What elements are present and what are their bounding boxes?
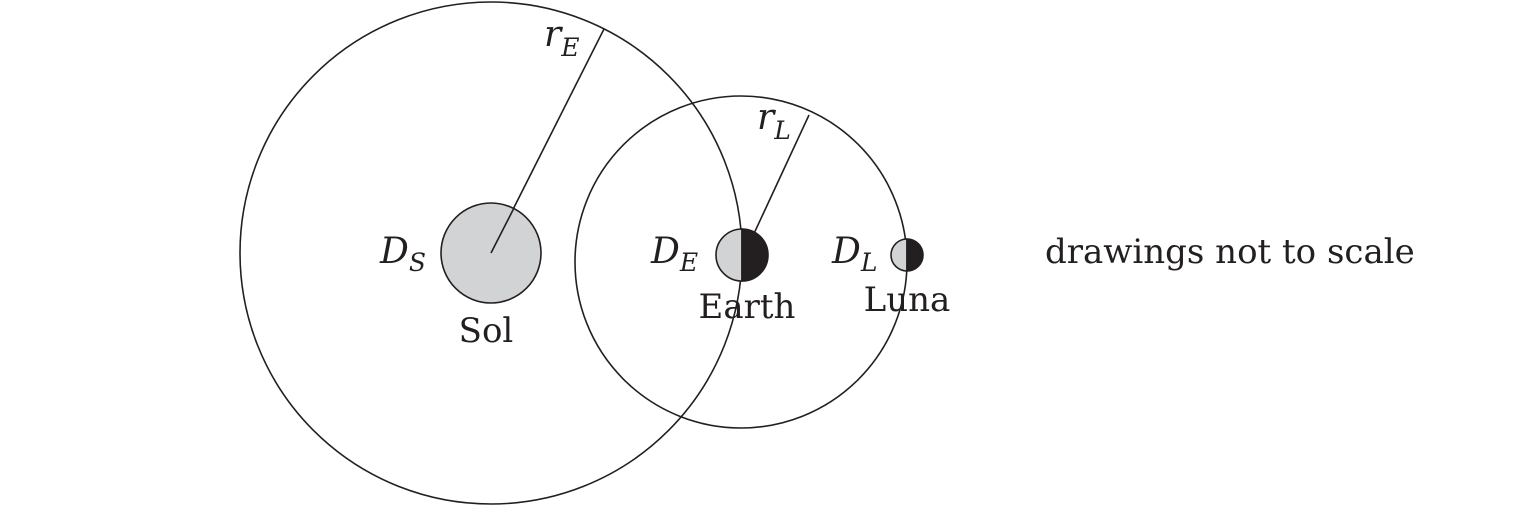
label-d-s: DS bbox=[379, 231, 426, 277]
luna-disk bbox=[890, 238, 924, 272]
label-d-e: DE bbox=[650, 231, 698, 277]
label-earth: Earth bbox=[699, 287, 796, 327]
label-r-l: rL bbox=[757, 97, 791, 145]
label-r-e: rE bbox=[544, 14, 579, 62]
sol-center-radius bbox=[490, 207, 515, 254]
label-d-l: DL bbox=[831, 231, 877, 277]
earth-disk bbox=[715, 228, 769, 282]
label-luna: Luna bbox=[864, 280, 951, 320]
label-sol: Sol bbox=[459, 311, 514, 351]
scale-note: drawings not to scale bbox=[1045, 232, 1415, 272]
luna-orbit-radius-line bbox=[750, 114, 810, 241]
